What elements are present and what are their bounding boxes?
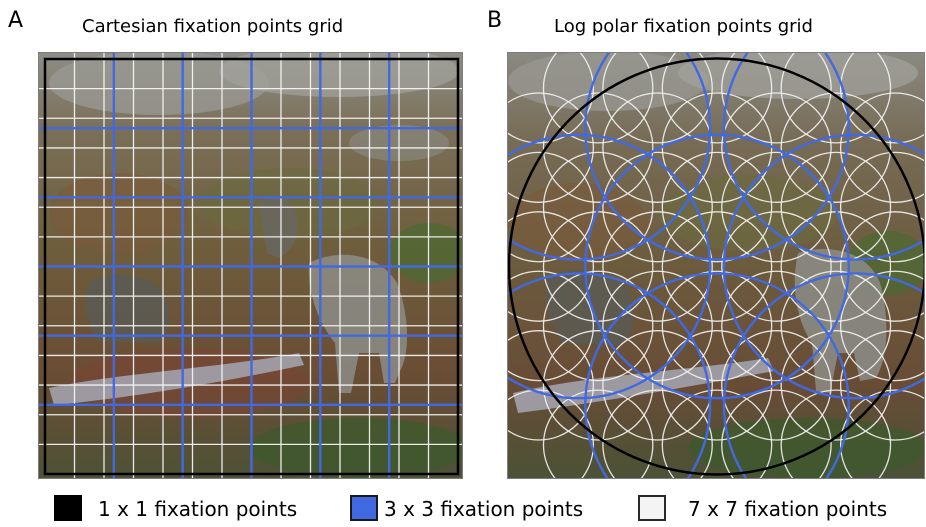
grid-7x7-circle	[839, 53, 924, 144]
grid-7x7-circle	[721, 151, 832, 263]
grid-7x7-circle	[721, 270, 832, 382]
legend-swatch-white	[638, 495, 666, 521]
grid-7x7-circle	[602, 211, 713, 322]
grid-3x3-circle	[584, 133, 850, 400]
wolf	[259, 198, 298, 258]
grid-3x3-circle	[508, 133, 712, 400]
grid-7x7-circle	[508, 53, 595, 144]
grid-7x7-circle	[508, 211, 595, 322]
grid-7x7-circle	[508, 92, 595, 203]
grid-7x7-circle	[602, 389, 713, 478]
legend-label: 1 x 1 fixation points	[98, 497, 298, 521]
grid-7x7-circle	[839, 211, 924, 322]
legend-swatch-blue	[350, 495, 378, 521]
log-polar-grid-panel	[507, 52, 925, 479]
log-polar-grid-image	[508, 53, 924, 478]
grid-7x7-circle	[839, 151, 924, 263]
grid-7x7-circle	[661, 270, 773, 382]
wolf	[308, 254, 408, 393]
legend-swatch-black	[54, 495, 82, 521]
grid-7x7-circle	[508, 330, 595, 441]
grid-7x7-circle	[780, 151, 892, 263]
grid-7x7-circle	[508, 389, 595, 478]
grid-7x7-circle	[661, 53, 773, 144]
panel-a-title: Cartesian fixation points grid	[82, 16, 344, 37]
grid-7x7-circle	[542, 92, 654, 203]
vegetation	[389, 223, 462, 283]
grid-7x7-circle	[661, 389, 773, 478]
grid-7x7-circle	[839, 270, 924, 382]
grid-7x7-circle	[780, 330, 892, 441]
grid-3x3-circle	[722, 133, 924, 400]
vegetation	[49, 173, 189, 253]
grid-7x7-circle	[721, 211, 832, 322]
vegetation	[688, 418, 924, 478]
grid-7x7-circle	[508, 151, 595, 263]
cartesian-grid-image	[39, 53, 462, 478]
grid-7x7-circle	[661, 151, 773, 263]
grid-7x7-circle	[602, 53, 713, 144]
grid-7x7-circle	[721, 330, 832, 441]
grid-3x3-circle	[722, 272, 924, 478]
grid-7x7-circle	[542, 53, 654, 144]
grid-3x3-circle	[584, 53, 850, 261]
grid-7x7-circle	[839, 330, 924, 441]
legend-label: 3 x 3 fixation points	[384, 497, 584, 521]
grid-7x7-circle	[508, 270, 595, 382]
grid-7x7-circle	[542, 270, 654, 382]
grid-7x7-circle	[721, 92, 832, 203]
legend: 1 x 1 fixation points 3 x 3 fixation poi…	[54, 493, 926, 527]
grid-7x7-circle	[661, 211, 773, 322]
grid-7x7-circle	[780, 92, 892, 203]
grid-3x3-circle	[508, 272, 712, 478]
grid-3x3-circle	[508, 53, 712, 261]
grid-1x1-frame	[43, 57, 460, 476]
vegetation	[249, 418, 462, 478]
grid-7x7-circle	[602, 270, 713, 382]
grid-7x7-circle	[602, 330, 713, 441]
grid-7x7-circle	[780, 53, 892, 144]
grid-7x7-circle	[542, 151, 654, 263]
panel-b-title: Log polar fixation points grid	[554, 16, 813, 37]
grid-3x3-circle	[722, 53, 924, 261]
grid-7x7-circle	[839, 92, 924, 203]
grid-7x7-circle	[602, 92, 713, 203]
legend-label: 7 x 7 fixation points	[688, 497, 888, 521]
grid-7x7-circle	[780, 389, 892, 478]
grid-7x7-circle	[780, 270, 892, 382]
cartesian-grid-panel	[38, 52, 463, 479]
grid-7x7-circle	[721, 53, 832, 144]
grid-7x7-circle	[602, 151, 713, 263]
grid-7x7-circle	[721, 389, 832, 478]
grid-7x7-circle	[839, 389, 924, 478]
panel-b-letter: B	[487, 8, 503, 33]
grid-1x1-circle	[508, 57, 924, 476]
grid-7x7-circle	[542, 330, 654, 441]
grid-7x7-circle	[542, 389, 654, 478]
grid-3x3-circle	[584, 272, 850, 478]
vegetation	[658, 175, 838, 251]
panel-a-letter: A	[8, 8, 24, 33]
